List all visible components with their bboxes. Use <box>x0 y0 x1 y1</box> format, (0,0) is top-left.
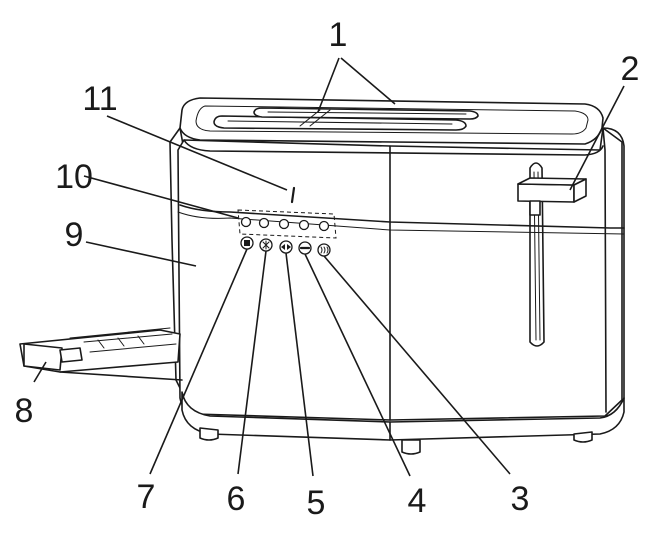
crumb-tray <box>19 327 183 381</box>
callout-10: 10 <box>55 158 93 196</box>
cancel-button <box>240 236 254 250</box>
callout-7: 7 <box>137 478 156 516</box>
lever-assembly <box>517 162 587 347</box>
bagel-button <box>317 243 331 257</box>
indicator-led <box>298 219 310 231</box>
display-digit <box>290 186 296 204</box>
bread-slots <box>213 107 479 131</box>
indicator-led <box>240 216 252 228</box>
callout-11: 11 <box>82 80 117 118</box>
callout-2: 2 <box>621 50 640 88</box>
leader-lines <box>33 57 625 477</box>
defrost-button <box>259 238 273 252</box>
callout-numbers: 1 2 3 4 5 6 7 8 9 10 11 <box>15 16 640 522</box>
callout-8: 8 <box>15 392 34 430</box>
indicator-led <box>318 220 330 232</box>
callout-6: 6 <box>227 480 246 518</box>
toaster-body <box>169 97 625 455</box>
callout-4: 4 <box>408 482 427 520</box>
indicator-led <box>258 217 270 229</box>
indicator-led <box>278 218 290 230</box>
callout-3: 3 <box>511 480 530 518</box>
callout-1: 1 <box>329 16 348 54</box>
browning-control-button <box>279 240 293 254</box>
reheat-button <box>298 241 312 255</box>
callout-5: 5 <box>307 484 326 522</box>
callout-9: 9 <box>65 216 84 254</box>
